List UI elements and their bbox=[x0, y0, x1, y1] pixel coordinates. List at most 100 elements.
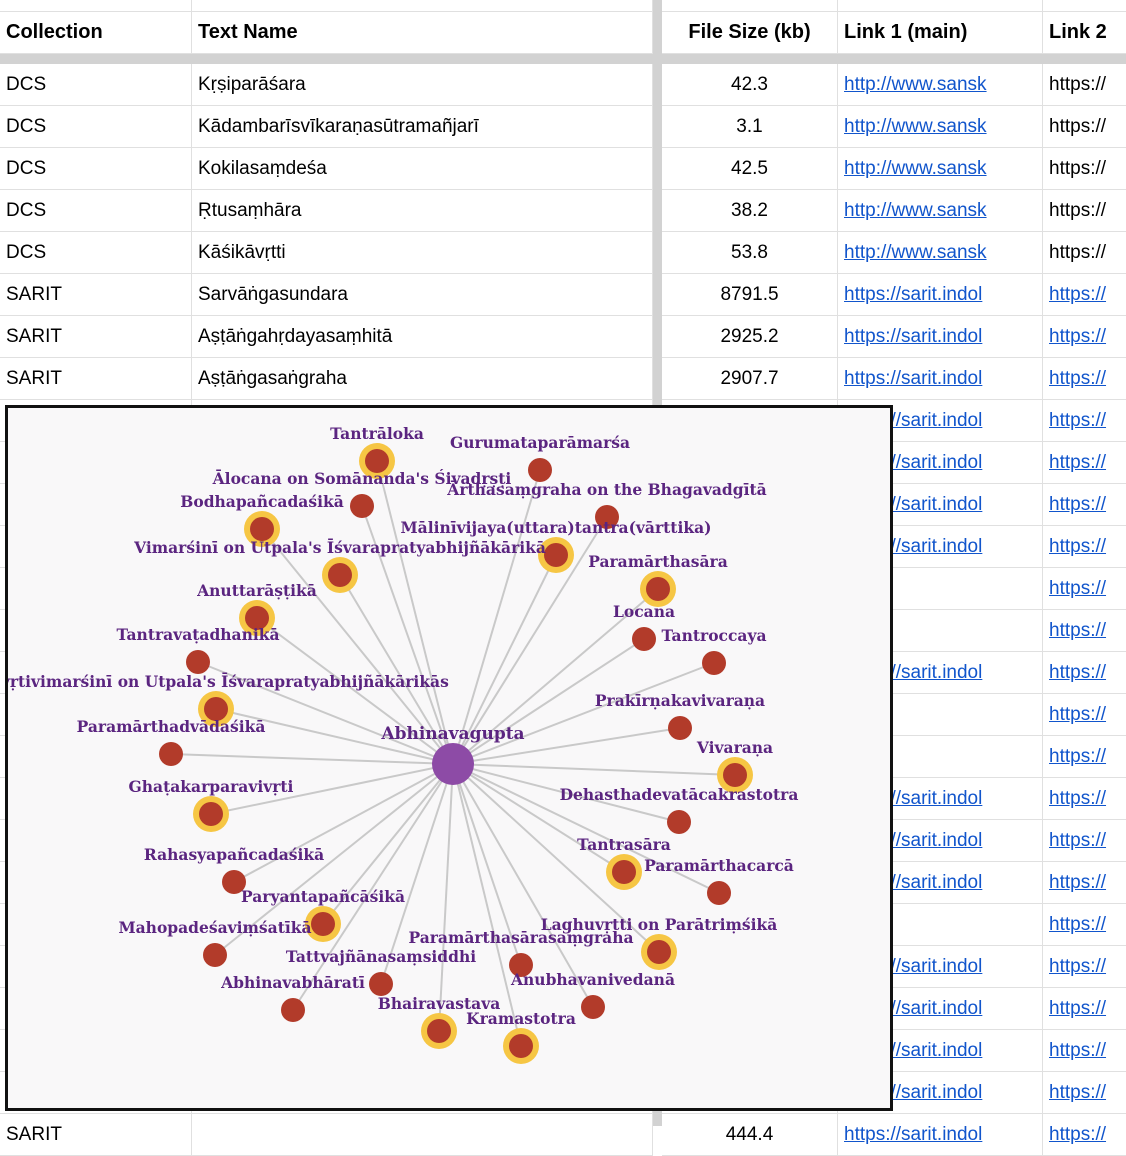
cell-collection: DCS bbox=[0, 232, 192, 274]
frozen-row-divider bbox=[0, 54, 1126, 64]
cell-link2-link[interactable]: https:// bbox=[1043, 988, 1126, 1030]
cell-link2-link[interactable]: https:// bbox=[1043, 904, 1126, 946]
graph-node-label: Anubhavanivedanā bbox=[510, 970, 675, 989]
graph-node[interactable] bbox=[186, 650, 210, 674]
cell-link2-link[interactable]: https:// bbox=[1043, 400, 1126, 442]
graph-edge bbox=[339, 574, 454, 765]
cell-link1-link[interactable]: http://www.sansk bbox=[838, 64, 1043, 106]
graph-node[interactable] bbox=[199, 802, 223, 826]
cell-link1-link[interactable]: https://sarit.indol bbox=[838, 358, 1043, 400]
graph-node[interactable] bbox=[365, 449, 389, 473]
graph-edge bbox=[170, 753, 454, 765]
graph-node[interactable] bbox=[222, 870, 246, 894]
cell-link1-link[interactable]: https://sarit.indol bbox=[838, 316, 1043, 358]
cell-link2-link[interactable]: https:// bbox=[1043, 820, 1126, 862]
cell-link2-link[interactable]: https:// bbox=[1043, 1030, 1126, 1072]
cell-link1-link[interactable]: http://www.sansk bbox=[838, 232, 1043, 274]
cell-link2-link[interactable]: https:// bbox=[1043, 1072, 1126, 1114]
cell-link2-link[interactable]: https:// bbox=[1043, 442, 1126, 484]
cell-link2-link[interactable]: https:// bbox=[1043, 568, 1126, 610]
cell-link1-link[interactable]: http://www.sansk bbox=[838, 190, 1043, 232]
cell-link1-link[interactable]: https://sarit.indol bbox=[838, 274, 1043, 316]
table-row-partial-top bbox=[0, 0, 1126, 12]
graph-node-label: Tantravaṭadhanikā bbox=[116, 625, 279, 644]
cell-link2-link[interactable]: https:// bbox=[1043, 694, 1126, 736]
graph-node[interactable] bbox=[702, 651, 726, 675]
graph-node[interactable] bbox=[581, 995, 605, 1019]
graph-node-label: Vimarśinī on Utpala's Īśvarapratyabhijñā… bbox=[133, 538, 546, 557]
cell-link2-link[interactable]: https:// bbox=[1043, 526, 1126, 568]
graph-node[interactable] bbox=[647, 940, 671, 964]
graph-node[interactable] bbox=[595, 505, 619, 529]
cell-link2-link[interactable]: https:// bbox=[1043, 946, 1126, 988]
graph-node[interactable] bbox=[668, 716, 692, 740]
graph-edge bbox=[361, 505, 454, 765]
graph-edge bbox=[452, 763, 625, 873]
cell-link1-link[interactable]: http://www.sansk bbox=[838, 106, 1043, 148]
cell-link2: https:// bbox=[1043, 64, 1126, 106]
cell-collection bbox=[0, 0, 192, 12]
graph-node[interactable] bbox=[281, 998, 305, 1022]
graph-node[interactable] bbox=[544, 543, 568, 567]
graph-node[interactable] bbox=[350, 494, 374, 518]
cell-link2-link[interactable]: https:// bbox=[1043, 610, 1126, 652]
graph-node-label: Ghaṭakarparavivṛti bbox=[129, 777, 294, 796]
graph-node[interactable] bbox=[723, 763, 747, 787]
graph-node[interactable] bbox=[369, 972, 393, 996]
cell-link2-link[interactable]: https:// bbox=[1043, 316, 1126, 358]
cell-link2-link[interactable]: https:// bbox=[1043, 358, 1126, 400]
graph-edge bbox=[452, 763, 522, 966]
graph-node[interactable] bbox=[203, 943, 227, 967]
cell-link2-link[interactable]: https:// bbox=[1043, 652, 1126, 694]
table-header-row: Collection Text Name File Size (kb) Link… bbox=[0, 12, 1126, 54]
graph-node-label: Kramastotra bbox=[466, 1009, 576, 1028]
graph-edge bbox=[197, 661, 454, 765]
graph-node[interactable] bbox=[204, 697, 228, 721]
graph-node[interactable] bbox=[528, 458, 552, 482]
cell-link2-link[interactable]: https:// bbox=[1043, 484, 1126, 526]
cell-link2 bbox=[1043, 0, 1126, 12]
cell-file-size: 53.8 bbox=[662, 232, 838, 274]
cell-link1-link[interactable]: https://sarit.indol bbox=[838, 1114, 1043, 1156]
cell-link2-link[interactable]: https:// bbox=[1043, 736, 1126, 778]
cell-collection: SARIT bbox=[0, 274, 192, 316]
graph-edge bbox=[452, 763, 660, 953]
graph-node[interactable] bbox=[159, 742, 183, 766]
graph-edge bbox=[292, 763, 454, 1011]
cell-link2-link[interactable]: https:// bbox=[1043, 778, 1126, 820]
graph-node-label: Tattvajñānasaṃsiddhi bbox=[286, 947, 476, 966]
cell-file-size: 2907.7 bbox=[662, 358, 838, 400]
graph-node-label: Prakīrṇakavivaraṇa bbox=[595, 691, 765, 710]
graph-node[interactable] bbox=[245, 606, 269, 630]
graph-node[interactable] bbox=[250, 517, 274, 541]
header-file-size: File Size (kb) bbox=[662, 12, 838, 54]
graph-node[interactable] bbox=[509, 953, 533, 977]
cell-link2-link[interactable]: https:// bbox=[1043, 274, 1126, 316]
graph-center-node[interactable] bbox=[432, 743, 474, 785]
cell-link2-link[interactable]: https:// bbox=[1043, 1114, 1126, 1156]
graph-edge bbox=[452, 763, 522, 1047]
cell-link1-link[interactable]: http://www.sansk bbox=[838, 148, 1043, 190]
graph-node[interactable] bbox=[311, 912, 335, 936]
cell-file-size: 3.1 bbox=[662, 106, 838, 148]
graph-node[interactable] bbox=[509, 1034, 533, 1058]
cell-link2: https:// bbox=[1043, 106, 1126, 148]
graph-node[interactable] bbox=[427, 1019, 451, 1043]
cell-link2-link[interactable]: https:// bbox=[1043, 862, 1126, 904]
graph-node[interactable] bbox=[646, 577, 670, 601]
graph-node-label: Paramārthasārasaṃgraha bbox=[408, 928, 633, 947]
graph-node[interactable] bbox=[632, 627, 656, 651]
cell-text-name bbox=[192, 1114, 653, 1156]
graph-edge bbox=[452, 727, 681, 765]
graph-node[interactable] bbox=[612, 860, 636, 884]
header-link2: Link 2 bbox=[1043, 12, 1126, 54]
graph-node[interactable] bbox=[707, 881, 731, 905]
graph-node[interactable] bbox=[328, 563, 352, 587]
graph-node-label: Ārthasaṃgraha on the Bhagavadgītā bbox=[446, 480, 766, 499]
cell-file-size: 42.5 bbox=[662, 148, 838, 190]
graph-node[interactable] bbox=[667, 810, 691, 834]
